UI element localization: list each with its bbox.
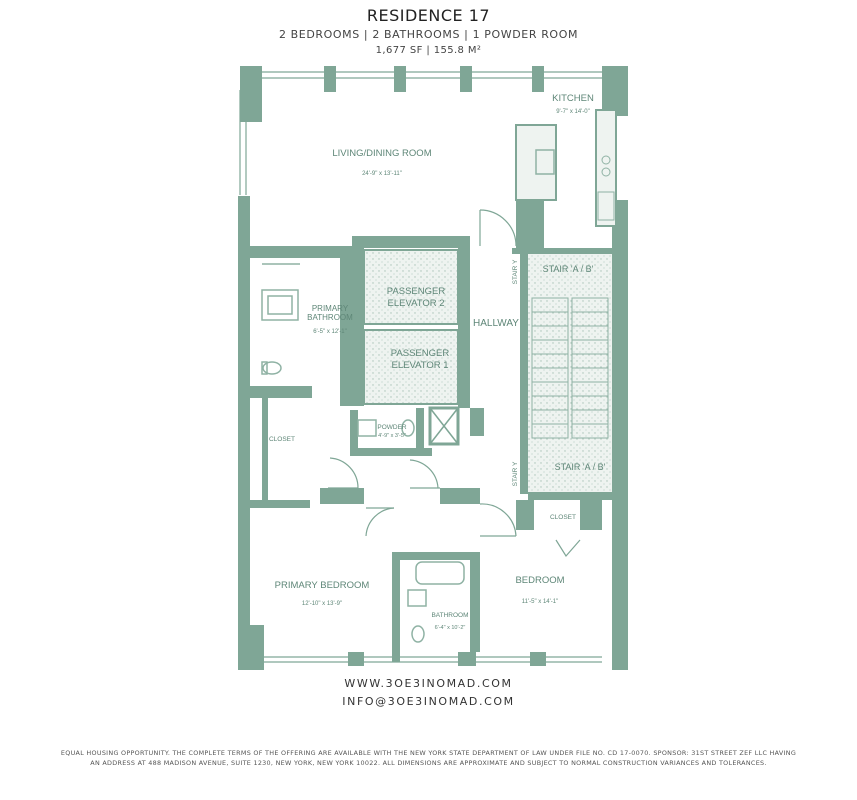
elevators xyxy=(363,249,460,446)
hallway-label: HALLWAY xyxy=(473,318,519,329)
primary-bedroom-label: PRIMARY BEDROOM xyxy=(275,580,370,591)
kitchen-dims: 9'-7" x 14'-0" xyxy=(556,109,590,115)
unit-area: 1,677 SF | 155.8 M² xyxy=(375,45,482,56)
website-link[interactable]: WWW.3OE3INOMAD.COM xyxy=(344,677,513,690)
kitchen-counter xyxy=(515,109,617,227)
unit-summary: 2 BEDROOMS | 2 BATHROOMS | 1 POWDER ROOM xyxy=(278,28,579,41)
floor-plan: KITCHEN 9'-7" x 14'-0" LIVING/DINING ROO… xyxy=(238,66,628,670)
powder-dims: 4'-9" x 3'-5" xyxy=(378,433,406,439)
bedroom-dims: 11'-5" x 14'-1" xyxy=(522,599,558,605)
powder-label: POWDER xyxy=(377,424,407,431)
bathroom-dims: 6'-4" x 10'-2" xyxy=(435,625,466,631)
stair-y-top: STAIR Y xyxy=(512,259,519,284)
stair-top-label: STAIR 'A / B' xyxy=(543,264,594,274)
elevator1-label-1: PASSENGER xyxy=(391,348,450,359)
doors xyxy=(328,209,581,558)
stair-bottom-label: STAIR 'A / B' xyxy=(555,462,606,472)
email-link[interactable]: INFO@3OE3INOMAD.COM xyxy=(342,695,515,708)
stair-y-bottom: STAIR Y xyxy=(512,461,519,486)
primary-bath-label-2: BATHROOM xyxy=(307,313,353,322)
primary-bath-label-1: PRIMARY xyxy=(312,304,349,313)
legal-disclaimer: EQUAL HOUSING OPPORTUNITY. THE COMPLETE … xyxy=(60,749,797,767)
bathroom-label: BATHROOM xyxy=(431,612,468,619)
bedroom-label: BEDROOM xyxy=(515,575,564,586)
walls xyxy=(238,66,628,670)
elevator2-label-1: PASSENGER xyxy=(387,286,446,297)
page-title: RESIDENCE 17 xyxy=(366,6,491,25)
living-label: LIVING/DINING ROOM xyxy=(332,148,431,159)
stair-side-labels: STAIR Y STAIR Y xyxy=(512,259,519,486)
primary-bath-dims: 6'-5" x 12'-1" xyxy=(313,329,347,335)
closet-left-label: CLOSET xyxy=(269,436,295,443)
closet-right-label: CLOSET xyxy=(550,514,576,521)
living-dims: 24'-9" x 13'-11" xyxy=(362,171,402,177)
stairs xyxy=(528,254,612,492)
kitchen-label: KITCHEN xyxy=(552,93,594,104)
primary-bedroom-dims: 12'-10" x 13'-9" xyxy=(302,601,342,607)
room-labels: KITCHEN 9'-7" x 14'-0" LIVING/DINING ROO… xyxy=(269,93,606,631)
elevator2-label-2: ELEVATOR 2 xyxy=(387,298,444,309)
elevator1-label-2: ELEVATOR 1 xyxy=(391,360,448,371)
bath-fixtures xyxy=(261,263,465,643)
